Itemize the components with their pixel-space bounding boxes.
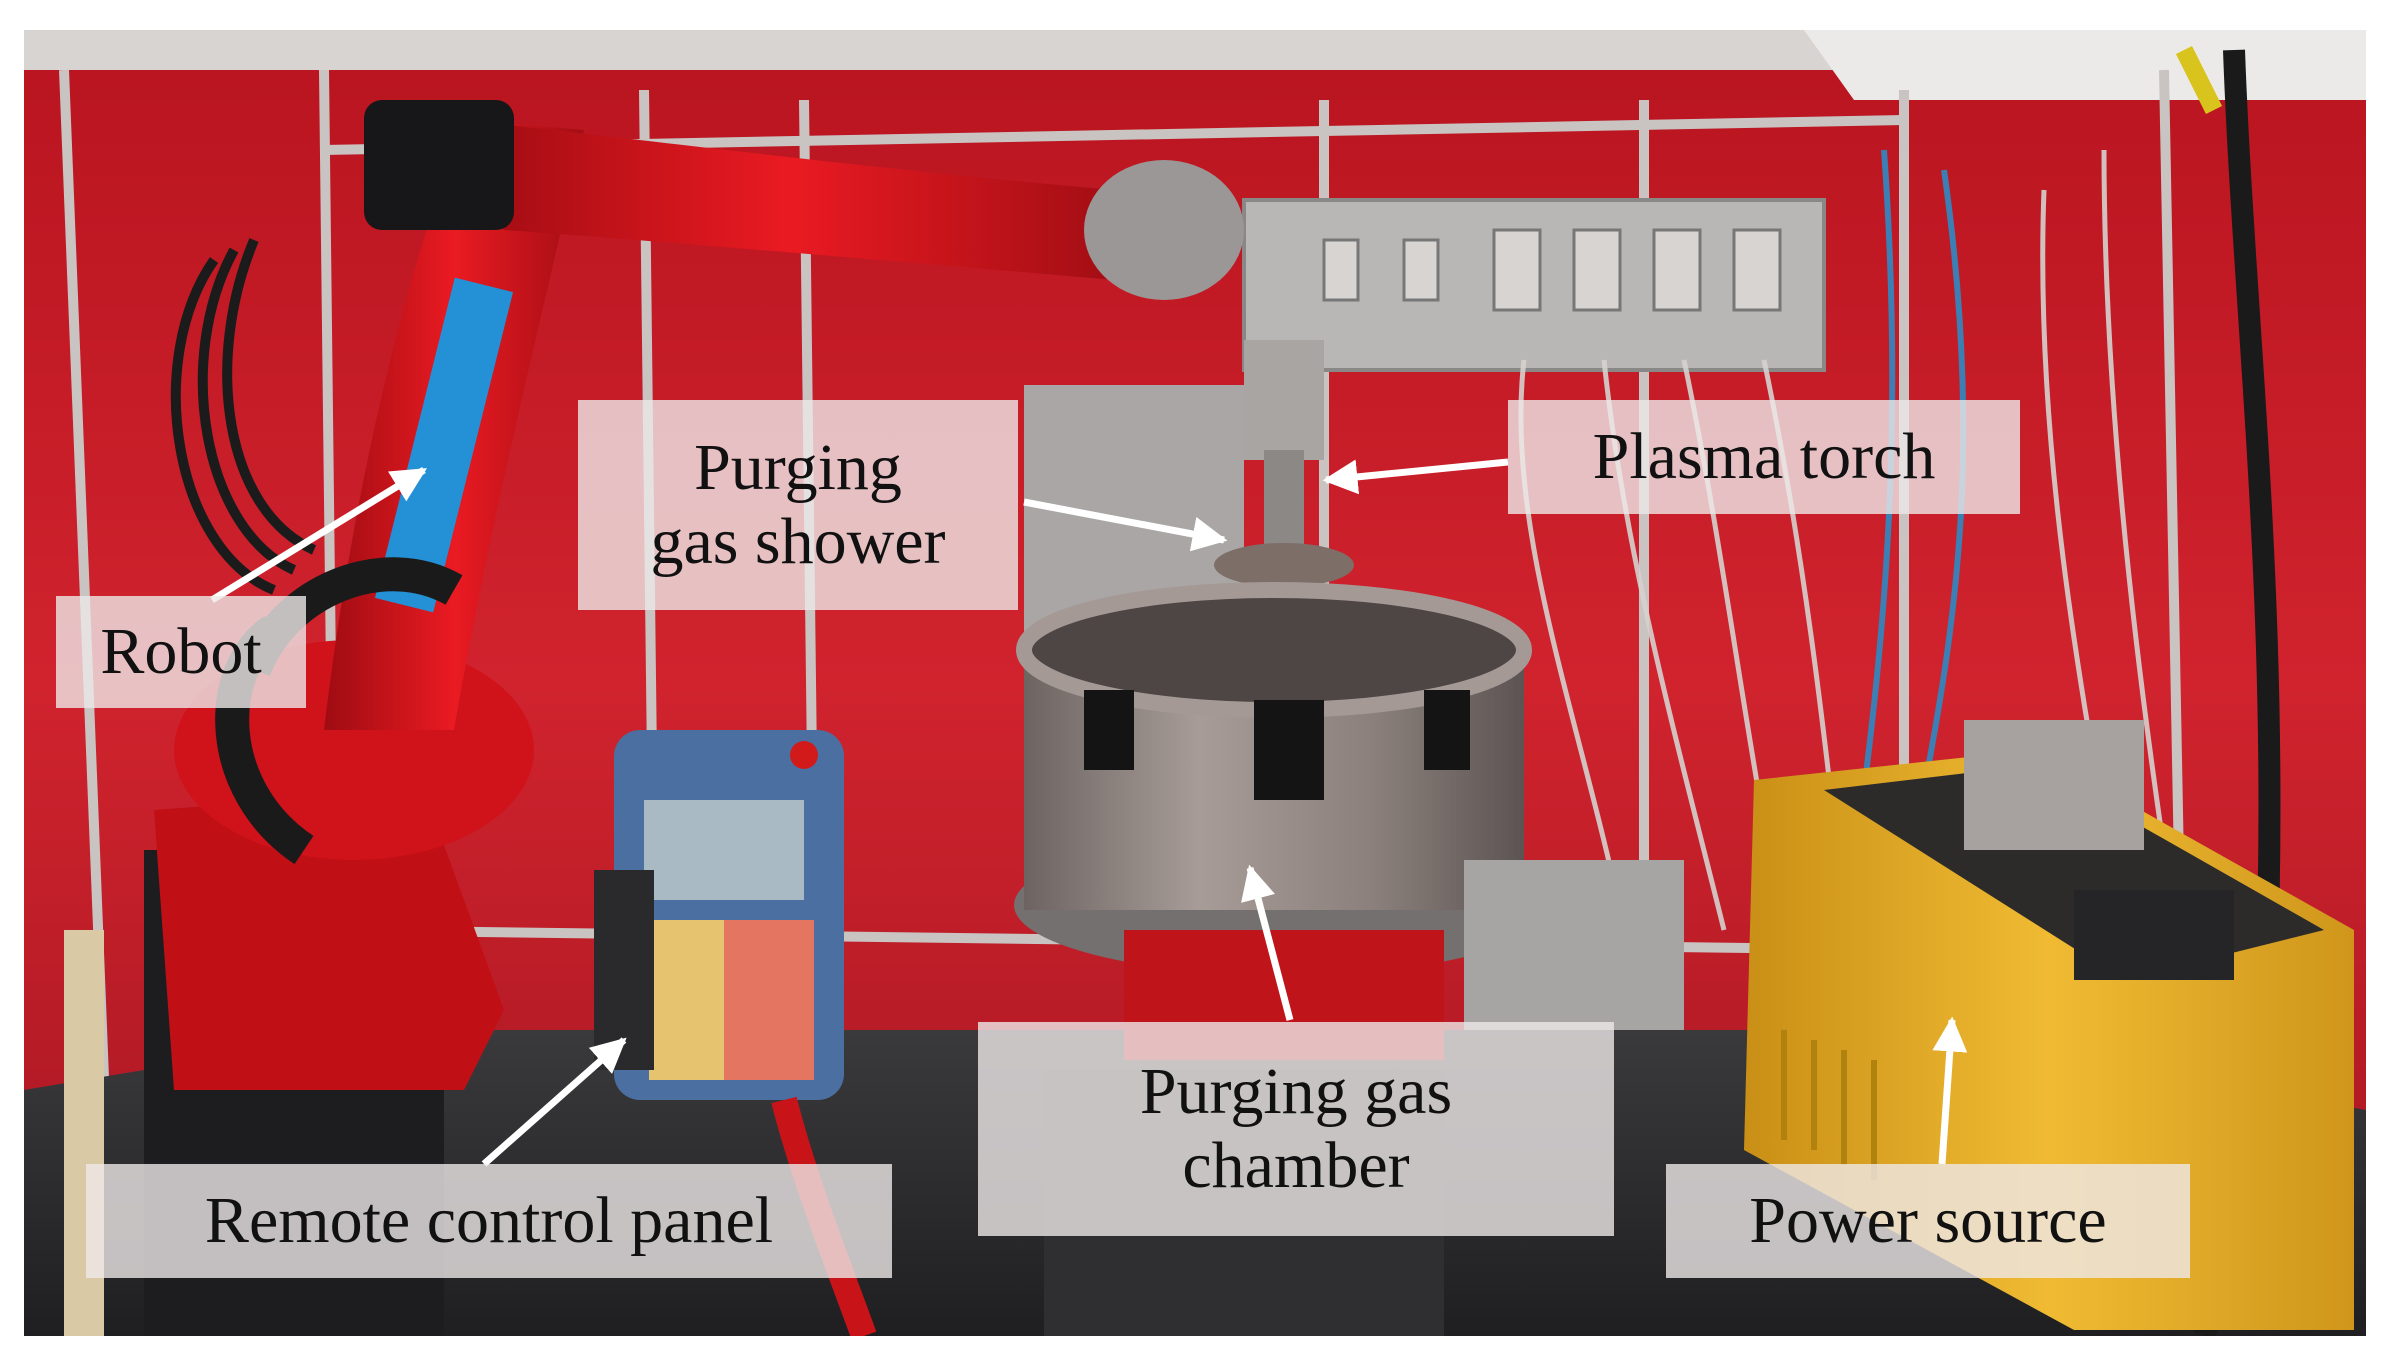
label-remote-control-panel-text: Remote control panel — [204, 1184, 774, 1258]
label-plasma-torch-text: Plasma torch — [1592, 420, 1936, 494]
label-power-source-text: Power source — [1749, 1184, 2107, 1258]
label-plasma-torch: Plasma torch — [1508, 400, 2020, 514]
label-robot-text: Robot — [100, 615, 262, 689]
cable-bundle — [170, 238, 317, 595]
arrow-chamber — [1241, 864, 1294, 1021]
arrow-robot — [210, 467, 427, 603]
label-purging-gas-shower: Purging gas shower — [578, 400, 1018, 610]
yellow-cable — [2175, 45, 2223, 115]
arrow-plasma-torch — [1322, 458, 1509, 495]
label-purging-gas-chamber-line1: Purging gas — [1139, 1055, 1453, 1129]
label-remote-control-panel: Remote control panel — [86, 1164, 892, 1278]
label-purging-gas-chamber: Purging gas chamber — [978, 1022, 1614, 1236]
label-purging-gas-shower-line1: Purging — [694, 431, 902, 505]
base-box — [1464, 860, 1684, 1030]
arrow-purging-shower — [1023, 498, 1228, 552]
annotation-arrows — [210, 458, 1968, 1167]
blue-hoses — [1861, 149, 1967, 791]
arrow-power-source — [1932, 1016, 1968, 1165]
label-power-source: Power source — [1666, 1164, 2190, 1278]
gas-regulators — [1322, 228, 1782, 312]
label-purging-gas-shower-line2: gas shower — [650, 505, 946, 578]
label-purging-gas-chamber-line2: chamber — [1182, 1129, 1410, 1202]
ceiling-light — [1804, 30, 2366, 100]
arrow-remote-panel — [481, 1037, 627, 1167]
purging-gas-chamber — [1014, 582, 1554, 975]
bin — [594, 870, 654, 1070]
label-robot: Robot — [56, 596, 306, 708]
